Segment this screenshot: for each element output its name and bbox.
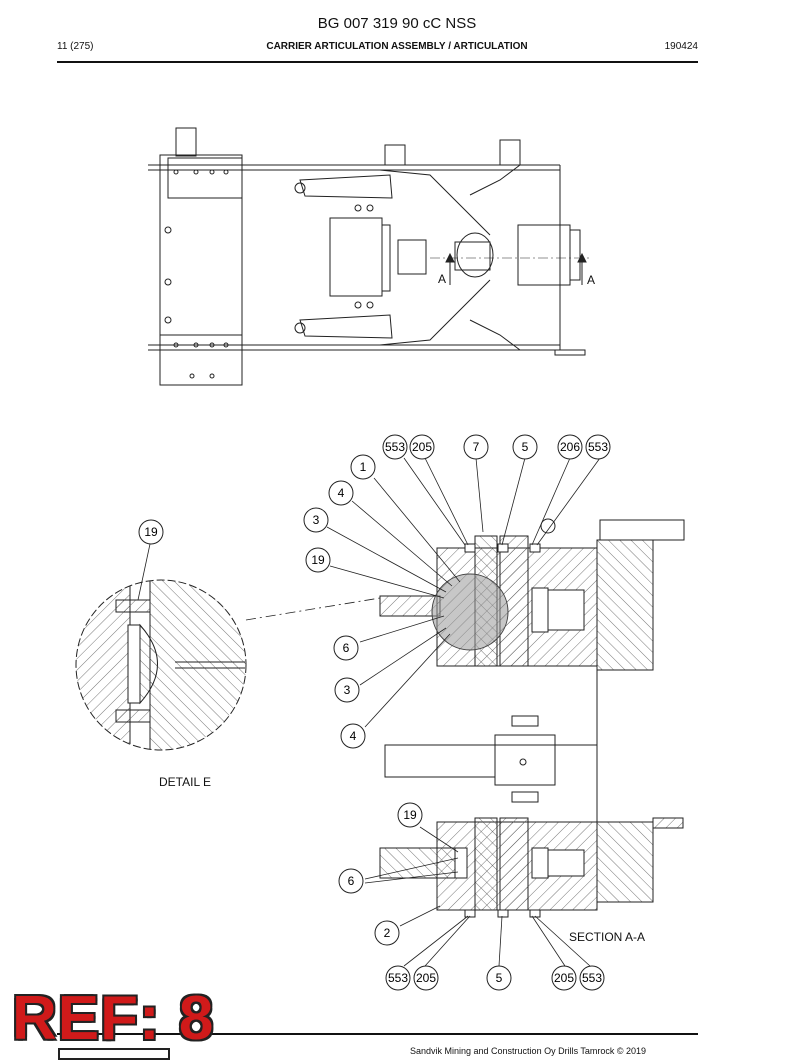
detail-e-label: DETAIL E (159, 775, 211, 789)
balloon-1: 1 (350, 454, 376, 480)
balloon-number: 19 (144, 525, 158, 539)
section-marker-right: A (587, 273, 595, 287)
balloon-number: 1 (360, 460, 367, 474)
balloon-number: 5 (496, 971, 503, 985)
top-view (148, 127, 590, 386)
balloon-3-lower: 3 (334, 677, 360, 703)
footer-rule (57, 1033, 698, 1035)
balloon-number: 3 (344, 683, 351, 697)
balloon-5-bottom: 5 (486, 965, 512, 991)
left-frame-plate (159, 154, 243, 386)
balloon-7: 7 (463, 434, 489, 460)
balloon-number: 6 (343, 641, 350, 655)
balloon-6-upper: 6 (333, 635, 359, 661)
balloon-19-lower: 19 (397, 802, 423, 828)
header-rule (57, 61, 698, 63)
balloon-19-upper: 19 (305, 547, 331, 573)
balloon-553-bottom-right: 553 (579, 965, 605, 991)
balloon-number: 19 (311, 553, 325, 567)
balloon-number: 205 (554, 971, 574, 985)
balloon-5-top: 5 (512, 434, 538, 460)
balloon-number: 4 (338, 486, 345, 500)
balloon-number: 205 (412, 440, 432, 454)
balloon-number: 553 (582, 971, 602, 985)
document-code: 190424 (664, 41, 698, 52)
balloon-2: 2 (374, 920, 400, 946)
balloon-number: 553 (388, 971, 408, 985)
balloon-19-detail: 19 (138, 519, 164, 545)
page-number: 11 (275) (57, 41, 94, 52)
balloon-number: 2 (384, 926, 391, 940)
footer-copyright: Sandvik Mining and Construction Oy Drill… (410, 1046, 647, 1056)
balloon-205-bottom-right: 205 (551, 965, 577, 991)
balloon-number: 4 (350, 729, 357, 743)
section-a-a-view (379, 518, 685, 918)
balloon-number: 205 (416, 971, 436, 985)
balloon-553-top-left: 553 (382, 434, 408, 460)
balloon-3-upper: 3 (303, 507, 329, 533)
balloon-number: 7 (473, 440, 480, 454)
section-marker-left: A (438, 272, 446, 286)
balloon-206: 206 (557, 434, 583, 460)
section-title: CARRIER ARTICULATION ASSEMBLY / ARTICULA… (266, 41, 528, 52)
document-title: BG 007 319 90 cC NSS (317, 15, 477, 32)
leader-lines (137, 457, 601, 967)
balloon-205-top-left: 205 (409, 434, 435, 460)
section-a-a-label: SECTION A-A (569, 930, 645, 944)
balloon-553-top-right: 553 (585, 434, 611, 460)
balloon-number: 6 (348, 874, 355, 888)
balloon-205-bottom-left: 205 (413, 965, 439, 991)
balloon-number: 19 (403, 808, 417, 822)
balloon-4-upper: 4 (328, 480, 354, 506)
balloon-number: 5 (522, 440, 529, 454)
balloon-4-lower: 4 (340, 723, 366, 749)
balloon-number: 553 (588, 440, 608, 454)
balloon-number: 206 (560, 440, 580, 454)
balloon-number: 3 (313, 513, 320, 527)
balloon-6-lower: 6 (338, 868, 364, 894)
balloon-callouts: 553 205 7 5 206 553 1 4 3 19 6 3 4 19 19… (138, 434, 611, 991)
balloon-553-bottom-left: 553 (385, 965, 411, 991)
balloon-number: 553 (385, 440, 405, 454)
ref-stamp: REF: 8 (12, 984, 215, 1053)
detail-e-view (75, 579, 381, 751)
